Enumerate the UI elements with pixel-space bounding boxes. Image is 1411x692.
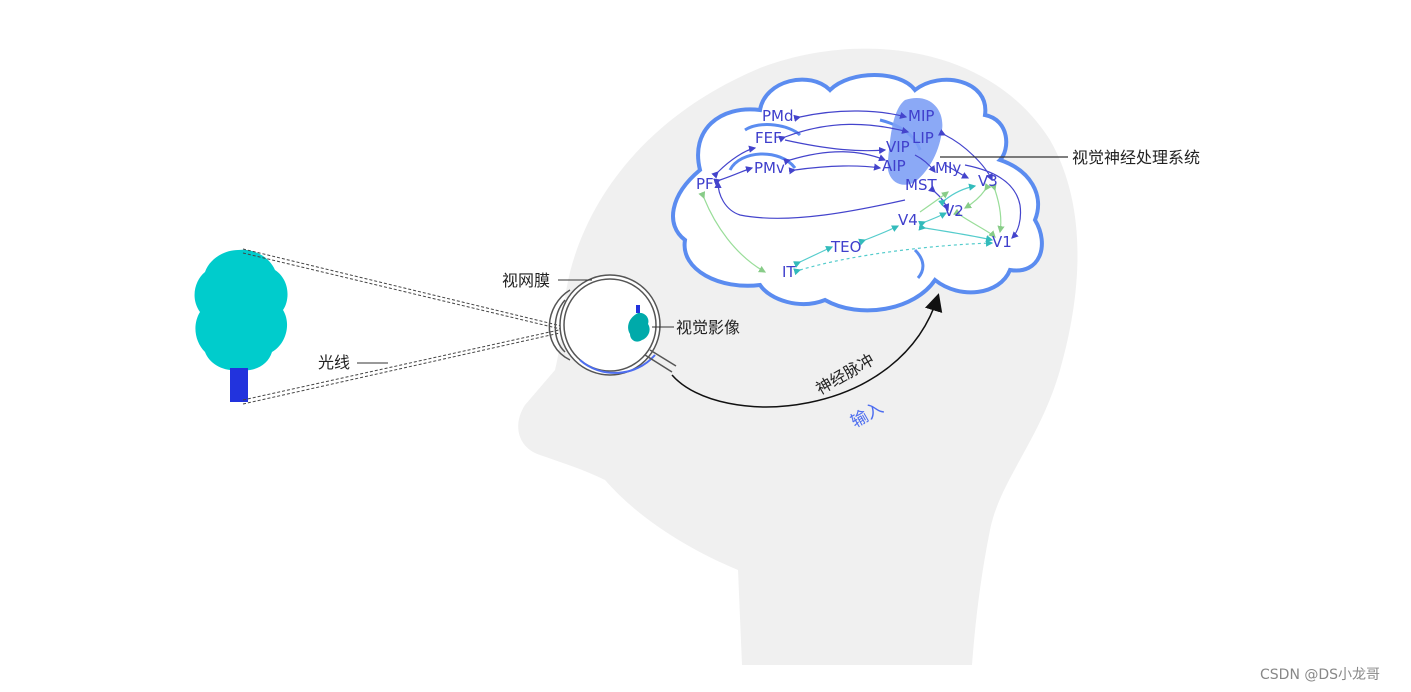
area-pmv: PMv xyxy=(754,159,785,177)
area-fef: FEF xyxy=(755,129,782,147)
visual-image-label: 视觉影像 xyxy=(676,318,740,337)
area-mt: MIy xyxy=(935,159,961,177)
area-lip: LIP xyxy=(912,129,934,147)
area-teo: TEO xyxy=(830,238,861,256)
area-mip: MIP xyxy=(908,107,934,125)
eye xyxy=(548,274,677,376)
ventral-arrows xyxy=(793,183,994,276)
tree-trunk xyxy=(230,368,248,402)
area-v1: V1 xyxy=(992,233,1012,251)
retina-image-tree xyxy=(628,312,650,342)
light-label: 光线 xyxy=(318,353,350,372)
retina-label: 视网膜 xyxy=(502,271,550,290)
tree-crown xyxy=(194,249,288,371)
area-it: IT xyxy=(782,263,796,281)
area-pmd: PMd xyxy=(762,107,794,125)
nerve-impulse-arrow xyxy=(671,293,943,408)
visual-system-label: 视觉神经处理系统 xyxy=(1072,148,1200,167)
area-vip: VIP xyxy=(886,138,910,156)
watermark: CSDN @DS小龙哥 xyxy=(1260,667,1380,683)
area-aip: AIP xyxy=(882,157,906,175)
area-v2: V2 xyxy=(944,202,964,220)
area-v3: V3 xyxy=(978,172,998,190)
area-v4: V4 xyxy=(898,211,918,229)
area-mst: MST xyxy=(905,176,937,194)
area-pf: PF xyxy=(696,175,714,193)
retina-image-trunk xyxy=(636,305,640,313)
